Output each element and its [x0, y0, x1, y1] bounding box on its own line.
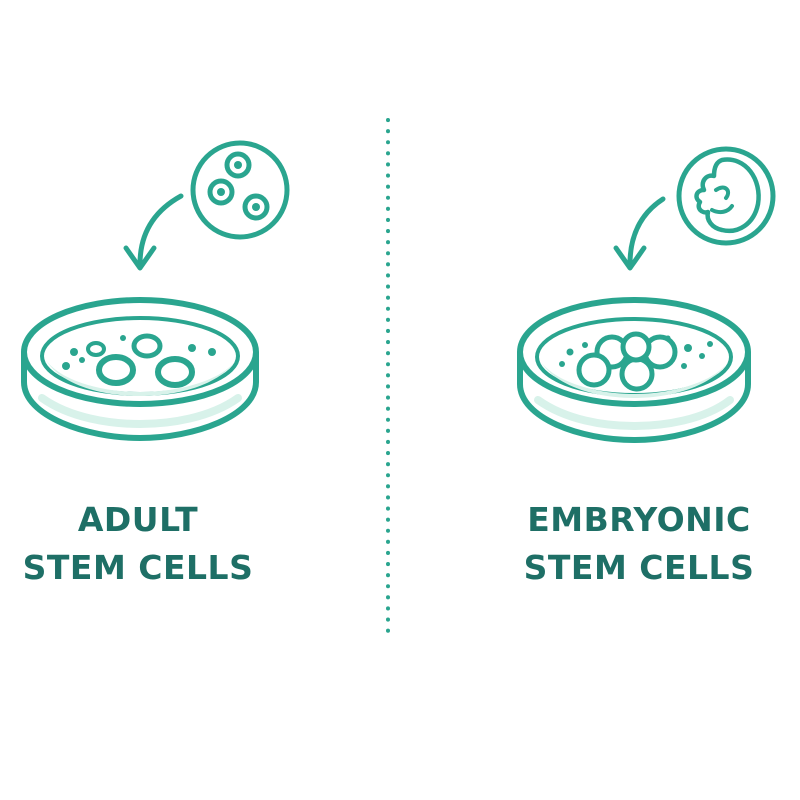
- embryonic-label-line1: EMBRYONIC: [527, 500, 751, 539]
- petri-dish-icon: [21, 297, 259, 441]
- cell-cluster-icon: [190, 140, 290, 240]
- petri-dish-icon: [517, 297, 751, 443]
- embryonic-panel: [517, 146, 776, 443]
- embryo-icon: [676, 146, 776, 246]
- adult-stem-cells-label: ADULT STEM CELLS: [20, 496, 256, 592]
- embryonic-label-line2: STEM CELLS: [523, 548, 755, 587]
- adult-label-line1: ADULT: [77, 500, 199, 539]
- arrow-icon: [613, 196, 666, 271]
- embryonic-stem-cells-label: EMBRYONIC STEM CELLS: [517, 496, 761, 592]
- adult-label-line2: STEM CELLS: [22, 548, 254, 587]
- arrow-icon: [123, 193, 184, 271]
- adult-panel: [21, 140, 290, 441]
